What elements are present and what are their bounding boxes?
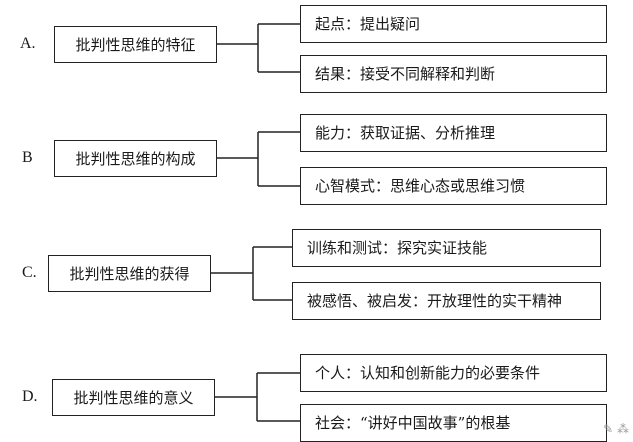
group-c-child-1: 训练和测试：探究实证技能 <box>292 229 601 267</box>
connector-a <box>217 23 300 73</box>
group-a-child-1: 起点：提出疑问 <box>300 5 607 43</box>
connector-b <box>217 131 300 187</box>
group-a-main-box: 批判性思维的特征 <box>54 26 217 63</box>
connector-d <box>215 372 300 422</box>
group-d-child-1: 个人：认知和创新能力的必要条件 <box>300 354 607 392</box>
group-d-main-box: 批判性思维的意义 <box>52 379 215 416</box>
connector-c <box>211 246 292 301</box>
group-c-child-2: 被感悟、被启发：开放理性的实干精神 <box>292 282 601 320</box>
group-b-child-2: 心智模式：思维心态或思维习惯 <box>300 167 607 205</box>
group-a-child-2: 结果：接受不同解释和判断 <box>300 55 607 93</box>
group-b-label: B <box>22 149 33 166</box>
watermark-logo-icon: ✎ ⁂ <box>603 422 629 436</box>
group-c-main-box: 批判性思维的获得 <box>48 255 211 292</box>
group-b-child-1: 能力：获取证据、分析推理 <box>300 114 607 152</box>
group-d-child-2: 社会：“讲好中国故事”的根基 <box>300 404 607 442</box>
group-a-label: A. <box>20 35 36 52</box>
group-c-label: C. <box>22 264 37 281</box>
group-d-label: D. <box>22 388 38 405</box>
group-b-main-box: 批判性思维的构成 <box>54 140 217 177</box>
